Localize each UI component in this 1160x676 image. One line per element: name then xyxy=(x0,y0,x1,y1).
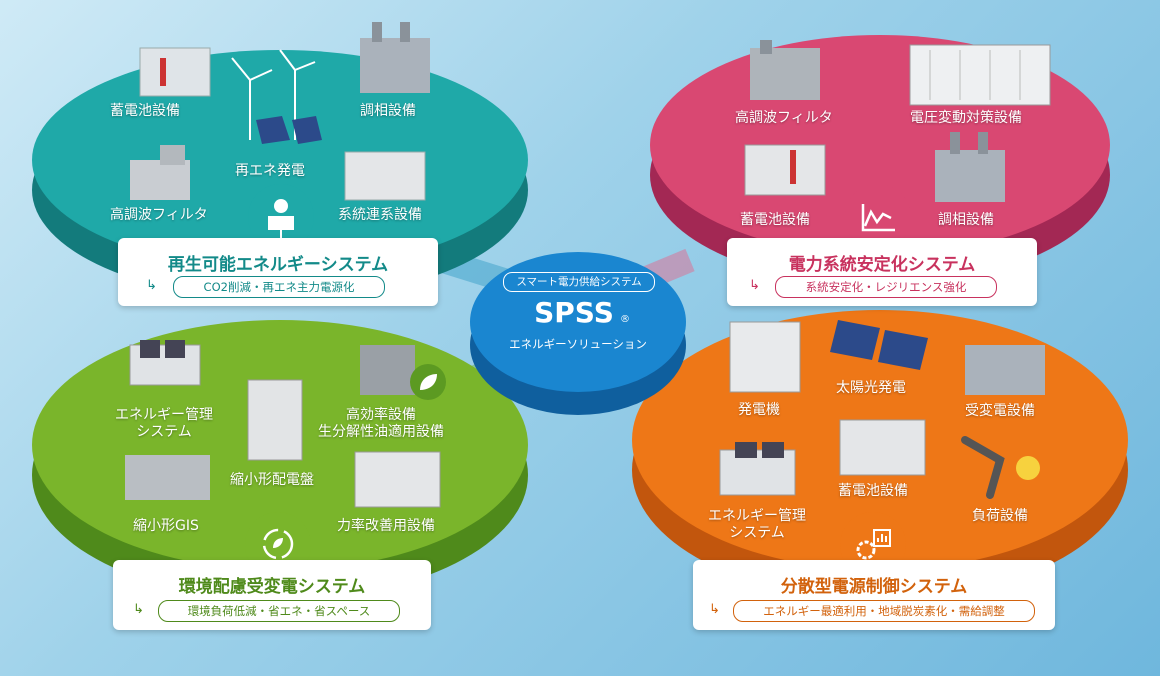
panel-tag: CO2削減・再エネ主力電源化 xyxy=(173,276,385,298)
item-label: 電圧変動対策設備 xyxy=(910,110,1022,126)
generator-icon xyxy=(729,321,801,393)
eco-panel: 環境配慮受変電システム ↳ 環境負荷低減・省エネ・省スペース xyxy=(113,560,431,630)
wind-turbine-icon xyxy=(231,49,316,140)
item-label: 調相設備 xyxy=(360,103,416,119)
corner-arrow-icon: ↳ xyxy=(133,602,144,617)
panel-tag: エネルギー最適利用・地域脱炭素化・需給調整 xyxy=(733,600,1035,622)
item-label: 高効率設備 生分解性油適用設備 xyxy=(318,407,444,440)
panel-title: 再生可能エネルギーシステム xyxy=(167,255,389,275)
item-label: エネルギー管理 システム xyxy=(115,407,213,440)
item-label: 系統連系設備 xyxy=(338,207,422,223)
item-label: 高調波フィルタ xyxy=(735,110,833,126)
battery-cabinet-icon xyxy=(744,144,826,196)
gis-icon xyxy=(125,455,210,500)
corner-arrow-icon: ↳ xyxy=(146,278,157,293)
panel-title: 環境配慮受変電システム xyxy=(178,577,366,597)
item-label: 高調波フィルタ xyxy=(110,207,208,223)
renewable-panel: 再生可能エネルギーシステム ↳ CO2削減・再エネ主力電源化 xyxy=(118,238,438,306)
panel-tag: 環境負荷低減・省エネ・省スペース xyxy=(158,600,400,622)
stability-panel: 電力系統安定化システム ↳ 系統安定化・レジリエンス強化 xyxy=(727,238,1037,306)
item-label: エネルギー管理 システム xyxy=(708,508,806,541)
robot-arm-icon xyxy=(961,436,1005,499)
item-label: 再エネ発電 xyxy=(235,163,305,179)
item-label: 発電機 xyxy=(738,402,780,418)
switchboard-icon xyxy=(247,379,303,461)
center-top-label: スマート電力供給システム xyxy=(503,272,655,292)
item-label: 受変電設備 xyxy=(965,403,1035,419)
item-label: 蓄電池設備 xyxy=(740,212,810,228)
harmonic-filter-icon xyxy=(750,40,820,100)
substation-equipment-icon xyxy=(965,345,1045,395)
solar-panel-icon xyxy=(830,320,928,370)
leaf-icon xyxy=(410,364,446,400)
efficient-transformer-icon xyxy=(360,345,415,395)
grid-connection-icon xyxy=(344,151,426,201)
center-sub: エネルギーソリューション xyxy=(509,337,647,351)
item-label: 縮小形GIS xyxy=(133,518,199,534)
distributed-panel: 分散型電源制御システム ↳ エネルギー最適利用・地域脱炭素化・需給調整 xyxy=(693,560,1055,630)
item-label: 蓄電池設備 xyxy=(110,103,180,119)
battery-cabinet-icon xyxy=(839,419,926,476)
panel-title: 電力系統安定化システム xyxy=(788,255,976,275)
management-desk-icon xyxy=(719,442,796,496)
management-desk-icon xyxy=(129,340,201,386)
phase-modifier-icon xyxy=(360,22,430,93)
item-label: 調相設備 xyxy=(938,212,994,228)
panel-tag: 系統安定化・レジリエンス強化 xyxy=(775,276,997,298)
item-label: 負荷設備 xyxy=(972,508,1028,524)
corner-arrow-icon: ↳ xyxy=(749,278,760,293)
panel-title: 分散型電源制御システム xyxy=(780,577,968,597)
phase-modifier-icon xyxy=(935,132,1005,202)
lightbulb-icon xyxy=(1016,456,1040,480)
voltage-fluctuation-equipment-icon xyxy=(909,44,1051,106)
item-label: 蓄電池設備 xyxy=(838,483,908,499)
center-name: SPSS xyxy=(534,296,614,329)
battery-cabinet-icon xyxy=(139,47,211,97)
corner-arrow-icon: ↳ xyxy=(709,602,720,617)
item-label: 縮小形配電盤 xyxy=(230,472,314,488)
power-factor-equipment-icon xyxy=(354,451,441,508)
solar-panel-icon xyxy=(256,116,322,144)
registered-mark: ® xyxy=(620,314,630,325)
harmonic-filter-icon xyxy=(130,145,190,200)
item-label: 太陽光発電 xyxy=(836,380,906,396)
item-label: 力率改善用設備 xyxy=(337,518,435,534)
